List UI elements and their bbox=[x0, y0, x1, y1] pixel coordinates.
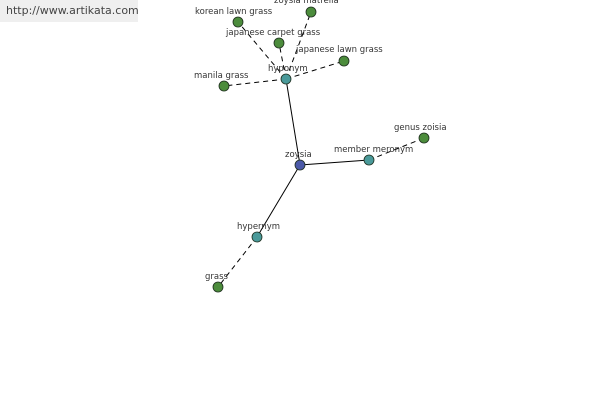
node-marker-zoysia-matrella[interactable] bbox=[305, 6, 317, 18]
node-manila-grass[interactable]: manila grass bbox=[194, 71, 249, 92]
nodes-layer: zoysia hyponym member meronym hypernym korea… bbox=[194, 0, 447, 293]
edge-hyponym-japanese-carpet-grass bbox=[278, 42, 287, 80]
node-member-meronym[interactable]: member meronym bbox=[334, 145, 413, 166]
node-japanese-lawn-grass[interactable]: japanese lawn grass bbox=[295, 45, 383, 67]
node-marker-korean-lawn-grass[interactable] bbox=[232, 16, 244, 28]
node-marker-manila-grass[interactable] bbox=[218, 80, 230, 92]
node-hypernym[interactable]: hypernym bbox=[237, 222, 280, 243]
node-label-grass[interactable]: grass bbox=[205, 272, 229, 282]
node-japanese-carpet-grass[interactable]: japanese carpet grass bbox=[225, 28, 321, 49]
node-marker-member-meronym[interactable] bbox=[363, 154, 375, 166]
node-label-member-meronym[interactable]: member meronym bbox=[334, 145, 413, 155]
node-label-zoysia-matrella[interactable]: zoysia matrella bbox=[274, 0, 339, 6]
node-label-zoysia[interactable]: zoysia bbox=[285, 150, 312, 160]
edge-zoysia-hyponym bbox=[285, 78, 301, 166]
node-zoysia-matrella[interactable]: zoysia matrella bbox=[274, 0, 339, 18]
edge-hyponym-korean-lawn-grass bbox=[237, 21, 287, 80]
node-zoysia[interactable]: zoysia bbox=[285, 150, 312, 171]
node-marker-japanese-carpet-grass[interactable] bbox=[273, 37, 285, 49]
node-marker-hypernym[interactable] bbox=[251, 231, 263, 243]
edge-hyponym-manila-grass bbox=[223, 78, 287, 87]
edge-hyponym-zoysia-matrella bbox=[285, 11, 312, 80]
node-label-korean-lawn-grass[interactable]: korean lawn grass bbox=[195, 7, 273, 17]
node-label-hyponym[interactable]: hyponym bbox=[268, 64, 308, 74]
site-url-banner[interactable]: http://www.artikata.com bbox=[0, 0, 139, 22]
node-marker-grass[interactable] bbox=[212, 281, 224, 293]
node-hyponym[interactable]: hyponym bbox=[268, 64, 308, 85]
node-marker-zoysia[interactable] bbox=[294, 159, 306, 171]
node-genus-zoisia[interactable]: genus zoisia bbox=[394, 123, 447, 144]
node-label-manila-grass[interactable]: manila grass bbox=[194, 71, 249, 81]
node-label-hypernym[interactable]: hypernym bbox=[237, 222, 280, 232]
node-korean-lawn-grass[interactable]: korean lawn grass bbox=[195, 7, 273, 28]
edges-layer bbox=[217, 11, 425, 288]
node-grass[interactable]: grass bbox=[205, 272, 229, 293]
edge-hyponym-japanese-lawn-grass bbox=[285, 60, 345, 80]
node-label-japanese-lawn-grass[interactable]: japanese lawn grass bbox=[295, 45, 383, 55]
node-marker-japanese-lawn-grass[interactable] bbox=[338, 55, 350, 67]
edge-member-meronym-genus-zoisia bbox=[368, 137, 425, 161]
node-label-genus-zoisia[interactable]: genus zoisia bbox=[394, 123, 447, 133]
edge-zoysia-member-meronym bbox=[299, 159, 370, 166]
node-label-japanese-carpet-grass[interactable]: japanese carpet grass bbox=[225, 28, 321, 38]
edge-hypernym-grass bbox=[217, 236, 258, 288]
edge-zoysia-hypernym bbox=[256, 164, 301, 238]
node-marker-genus-zoisia[interactable] bbox=[418, 132, 430, 144]
node-marker-hyponym[interactable] bbox=[280, 73, 292, 85]
